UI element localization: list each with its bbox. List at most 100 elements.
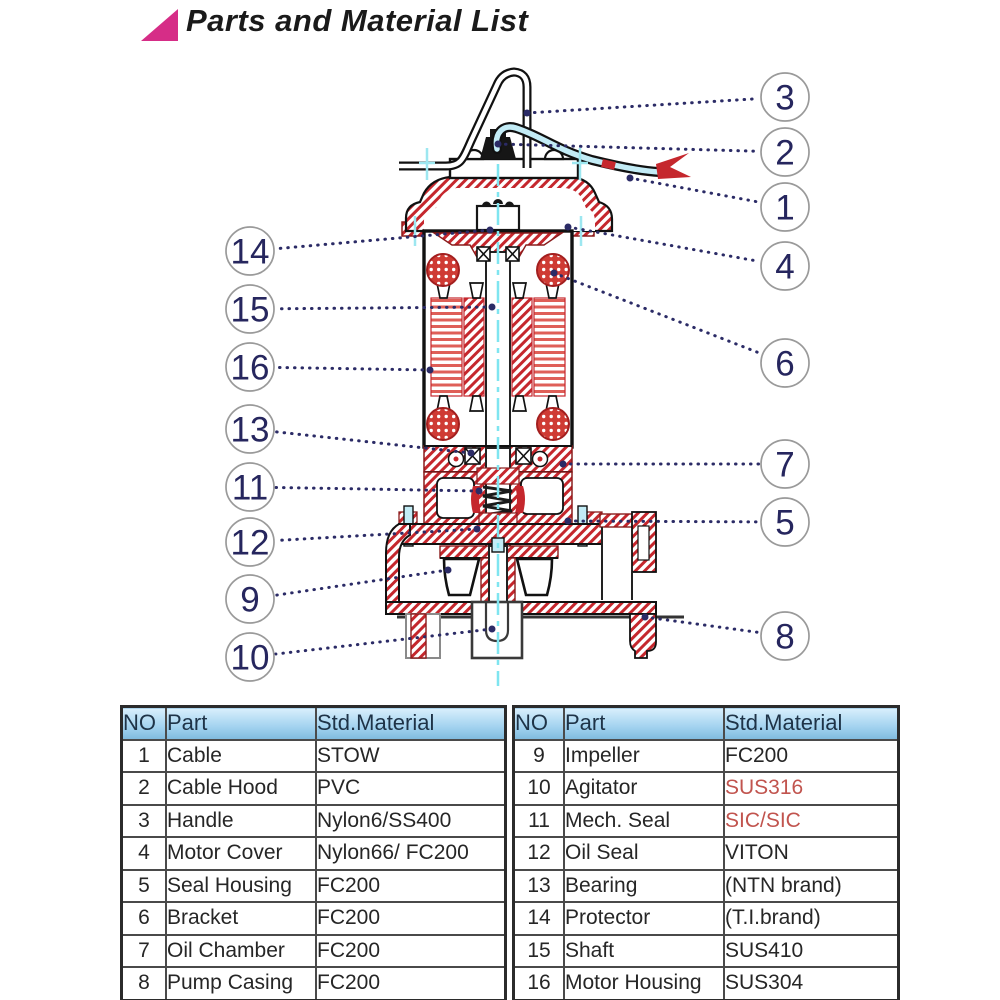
callout-circle	[760, 241, 810, 291]
leader-endpoint-dot	[523, 109, 531, 117]
leader-line	[552, 271, 763, 356]
leader-line	[566, 225, 761, 263]
table-cell: Agitator	[563, 771, 725, 806]
table-cell: 7	[120, 933, 167, 968]
table-cell: Oil Chamber	[165, 933, 317, 968]
leader-endpoint-dot	[473, 525, 481, 533]
table-cell: 15	[512, 933, 565, 968]
callout-16: 16	[225, 342, 434, 392]
table-cell: 4	[120, 836, 167, 871]
table-cell: SIC/SIC	[723, 803, 900, 838]
table-cell: Nylon66/ FC200	[315, 836, 507, 871]
table-cell: 5	[120, 868, 167, 903]
seal-spring	[482, 485, 513, 517]
column-header: Part	[563, 705, 725, 741]
cable	[491, 122, 691, 179]
leader-endpoint-dot	[626, 174, 634, 182]
column-header: Std.Material	[315, 705, 507, 741]
table-cell: VITON	[723, 836, 900, 871]
handle	[399, 67, 532, 171]
callout-circle	[225, 517, 275, 567]
callout-circle	[760, 127, 810, 177]
callout-number: 16	[231, 349, 270, 388]
table-cell: FC200	[723, 738, 900, 773]
table-cell: 10	[512, 771, 565, 806]
leader-line	[274, 627, 494, 656]
leader-endpoint-dot	[559, 460, 567, 468]
table-cell: 12	[512, 836, 565, 871]
leader-endpoint-dot	[564, 223, 572, 231]
callout-circle	[225, 404, 275, 454]
leader-endpoint-dot	[564, 517, 572, 525]
column-header: NO	[512, 705, 565, 741]
callout-12: 12	[225, 517, 481, 567]
callout-number: 1	[775, 189, 794, 228]
table-cell: 2	[120, 771, 167, 806]
callout-number: 11	[232, 469, 268, 508]
stator-windings	[426, 253, 570, 441]
callout-number: 10	[231, 639, 270, 678]
callout-number: 5	[775, 504, 794, 543]
leader-endpoint-dot	[488, 625, 496, 633]
callout-number: 13	[231, 411, 270, 450]
callout-4: 4	[564, 223, 810, 291]
leader-line	[274, 305, 494, 311]
table-cell: Bracket	[165, 901, 317, 936]
column-header: Part	[165, 705, 317, 741]
table-cell: 9	[512, 738, 565, 773]
page-title: Parts and Material List	[186, 3, 529, 38]
callout-7: 7	[559, 439, 810, 489]
leader-endpoint-dot	[426, 366, 434, 374]
table-cell: SUS304	[723, 966, 900, 1000]
table-cell: Cable Hood	[165, 771, 317, 806]
upper-bearing	[476, 246, 520, 262]
table-cell: (NTN brand)	[723, 868, 900, 903]
callout-10: 10	[225, 625, 496, 682]
table-cell: 3	[120, 803, 167, 838]
column-header: Std.Material	[723, 705, 900, 741]
callout-circle	[225, 284, 275, 334]
table-cell: Impeller	[563, 738, 725, 773]
callout-number: 2	[775, 134, 794, 173]
leader-line	[525, 97, 761, 115]
leader-line	[274, 228, 492, 251]
leader-endpoint-dot	[486, 226, 494, 234]
callout-number: 8	[775, 618, 794, 657]
callout-number: 9	[240, 581, 259, 620]
table-cell: Handle	[165, 803, 317, 838]
callout-2: 2	[494, 127, 810, 177]
centerline	[413, 148, 588, 686]
leader-line	[274, 568, 450, 597]
table-cell: SUS316	[723, 771, 900, 806]
callout-9: 9	[225, 566, 452, 624]
table-cell: Seal Housing	[165, 868, 317, 903]
callout-13: 13	[225, 404, 475, 457]
table-cell: Pump Casing	[165, 966, 317, 1000]
callout-14: 14	[225, 226, 494, 276]
table-cell: SUS410	[723, 933, 900, 968]
column-header: NO	[120, 705, 167, 741]
callout-6: 6	[550, 269, 810, 388]
table-cell: Protector	[563, 901, 725, 936]
table-cell: 1	[120, 738, 167, 773]
leader-endpoint-dot	[488, 303, 496, 311]
table-cell: Nylon6/SS400	[315, 803, 507, 838]
table-cell: STOW	[315, 738, 507, 773]
callout-3: 3	[523, 72, 810, 122]
table-cell: FC200	[315, 933, 507, 968]
table-cell: Bearing	[563, 868, 725, 903]
callout-number: 4	[775, 248, 794, 287]
table-cell: 16	[512, 966, 565, 1000]
